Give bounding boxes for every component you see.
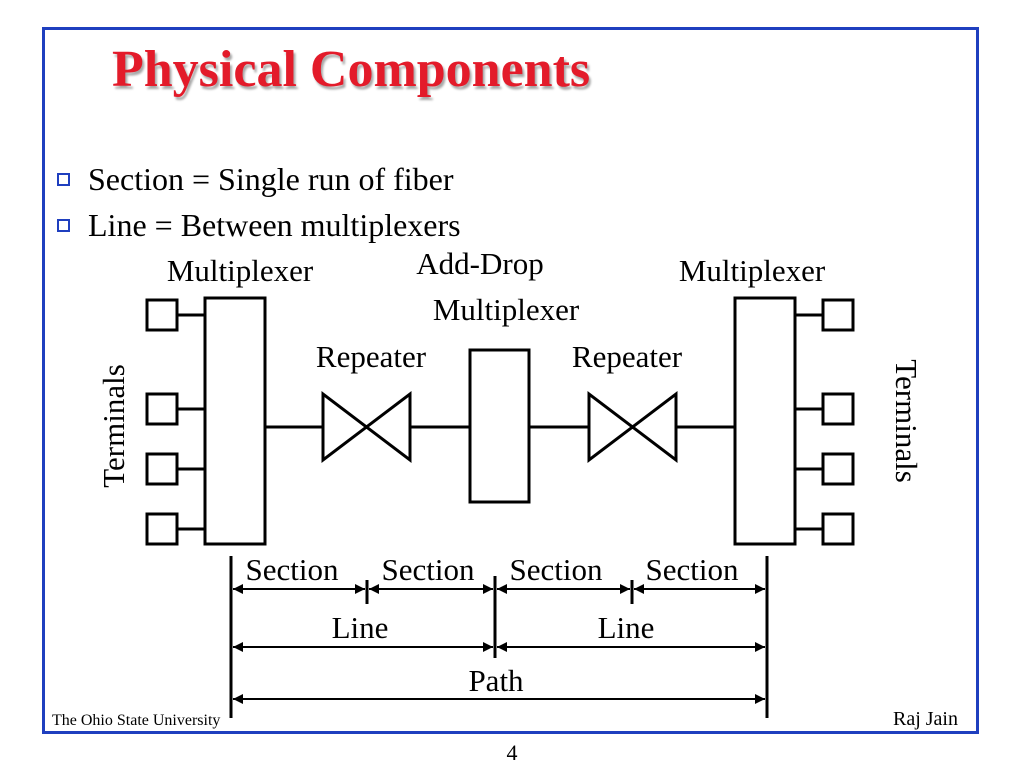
section-label: Section: [646, 552, 739, 587]
right-repeater-label: Repeater: [572, 339, 683, 374]
terminal-box: [145, 298, 179, 332]
terminal-box: [821, 392, 855, 426]
bullet-list: Section = Single run of fiber Line = Bet…: [55, 158, 461, 246]
left-terminals-label: Terminals: [96, 364, 131, 488]
add-drop-multiplexer-box: [468, 348, 531, 504]
section-label: Section: [382, 552, 475, 587]
square-bullet-icon: [57, 218, 70, 232]
left-repeater-label: Repeater: [316, 339, 427, 374]
left-multiplexer-label: Multiplexer: [167, 253, 314, 288]
right-terminals-label: Terminals: [889, 359, 924, 483]
bullet-text: Section = Single run of fiber: [88, 160, 454, 197]
line-label: Line: [332, 610, 389, 645]
bullet-item: Section = Single run of fiber: [55, 158, 461, 200]
add-drop-label-line1: Add-Drop: [416, 246, 543, 281]
section-label: Section: [246, 552, 339, 587]
terminal-box: [821, 512, 855, 546]
bullet-text: Line = Between multiplexers: [88, 206, 461, 243]
left-repeater-symbol: [321, 390, 412, 464]
right-repeater-symbol: [587, 390, 678, 464]
path-label: Path: [468, 663, 524, 698]
terminal-box: [145, 452, 179, 486]
add-drop-label-line2: Multiplexer: [433, 292, 580, 327]
slide-frame: [42, 27, 979, 734]
page-number: 4: [506, 740, 518, 765]
terminal-box: [821, 452, 855, 486]
bullet-item: Line = Between multiplexers: [55, 204, 461, 246]
footer-author: Raj Jain: [893, 708, 958, 730]
footer-institution: The Ohio State University: [52, 712, 221, 729]
square-bullet-icon: [57, 172, 70, 186]
terminal-box: [821, 298, 855, 332]
terminal-box: [145, 512, 179, 546]
line-label: Line: [598, 610, 655, 645]
left-multiplexer-box: [203, 296, 267, 546]
right-multiplexer-label: Multiplexer: [679, 253, 826, 288]
terminal-box: [145, 392, 179, 426]
section-label: Section: [510, 552, 603, 587]
slide-title: Physical Components: [112, 41, 591, 98]
right-multiplexer-box: [733, 296, 797, 546]
